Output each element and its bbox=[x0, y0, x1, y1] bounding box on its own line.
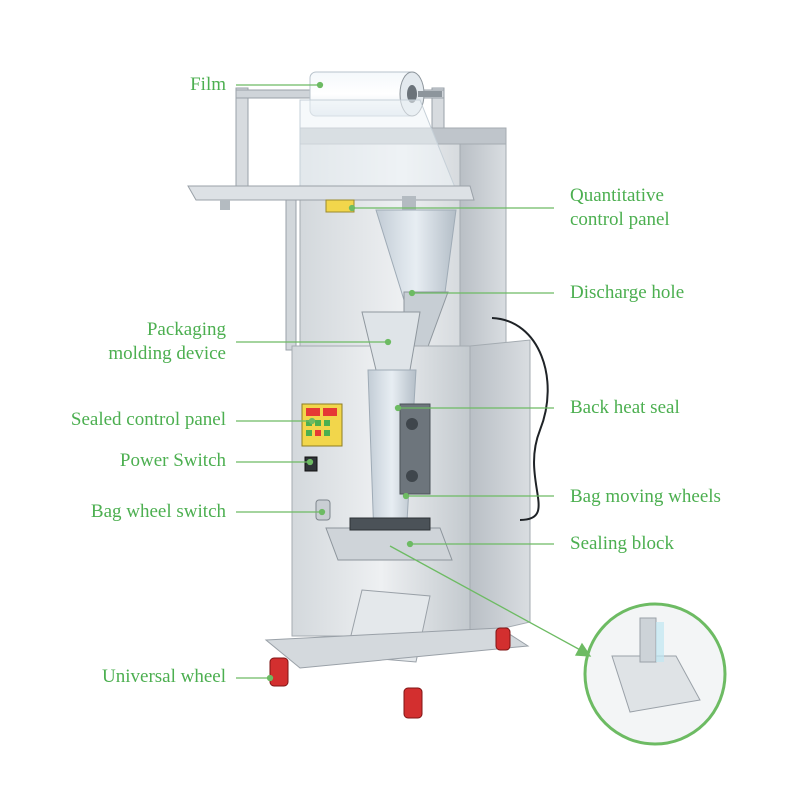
label-bag-wheel-switch: Bag wheel switch bbox=[20, 500, 226, 524]
machine-body bbox=[187, 71, 549, 719]
label-universal-wheel: Universal wheel bbox=[30, 665, 226, 689]
label-sealed-control-panel: Sealed control panel bbox=[10, 408, 226, 432]
leader-sealed-control-dot bbox=[308, 417, 316, 425]
sealing-block-detail-inset bbox=[583, 602, 727, 746]
label-quantitative-control-panel: Quantitative control panel bbox=[570, 184, 670, 232]
bag-wheel-top bbox=[406, 418, 418, 430]
label-back-heat-seal: Back heat seal bbox=[570, 396, 680, 420]
label-discharge-hole-text: Discharge hole bbox=[570, 282, 685, 303]
label-bag-moving-wheels: Bag moving wheels bbox=[570, 485, 721, 509]
leader-quantitative-dot bbox=[348, 204, 356, 212]
upper-cabinet-side bbox=[459, 127, 507, 355]
label-sealing-block: Sealing block bbox=[570, 532, 674, 556]
label-sealed-control-panel-text: Sealed control panel bbox=[70, 409, 226, 430]
leader-sealing-block-dot bbox=[406, 540, 414, 548]
label-back-heat-seal-text: Back heat seal bbox=[570, 397, 680, 418]
power-cable bbox=[491, 317, 549, 521]
label-power-switch: Power Switch bbox=[40, 449, 226, 473]
leader-discharge-dot bbox=[408, 289, 416, 297]
leader-back-heat-seal-dot bbox=[394, 404, 402, 412]
label-packaging-line-2: molding device bbox=[108, 343, 226, 364]
leader-bag-wheel-switch-dot bbox=[318, 508, 326, 516]
leader-bag-moving-wheels-dot bbox=[402, 492, 410, 500]
sealed-control-panel bbox=[301, 403, 343, 447]
leader-inset-callout bbox=[389, 545, 585, 653]
label-film: Film bbox=[140, 73, 226, 97]
arrow-head-icon bbox=[574, 642, 592, 657]
universal-wheels bbox=[269, 627, 511, 719]
leader-universal-wheel-dot bbox=[266, 674, 274, 682]
machine-base bbox=[264, 627, 530, 669]
label-universal-wheel-text: Universal wheel bbox=[102, 666, 226, 687]
label-quantitative-line-1: Quantitative bbox=[570, 185, 664, 206]
lower-cabinet-side bbox=[469, 339, 531, 637]
label-packaging-molding-device: Packaging molding device bbox=[40, 318, 226, 366]
label-power-switch-text: Power Switch bbox=[119, 450, 226, 471]
label-sealing-block-text: Sealing block bbox=[570, 533, 674, 554]
film-frame-post-left bbox=[235, 87, 249, 201]
leader-packaging-dot bbox=[384, 338, 392, 346]
leader-lines bbox=[236, 81, 592, 682]
label-film-text: Film bbox=[190, 74, 226, 95]
label-bag-moving-wheels-text: Bag moving wheels bbox=[570, 486, 721, 507]
leader-film-dot bbox=[316, 81, 324, 89]
label-discharge-hole: Discharge hole bbox=[570, 281, 684, 305]
label-quantitative-line-2: control panel bbox=[570, 209, 670, 230]
label-packaging-line-1: Packaging bbox=[146, 319, 226, 340]
bag-wheel-bottom bbox=[406, 470, 418, 482]
left-support-rod bbox=[285, 199, 297, 351]
film-guide-frame bbox=[187, 185, 475, 210]
label-bag-wheel-switch-text: Bag wheel switch bbox=[90, 501, 226, 522]
leader-power-switch-dot bbox=[306, 458, 314, 466]
sealing-jaw bbox=[349, 517, 431, 531]
